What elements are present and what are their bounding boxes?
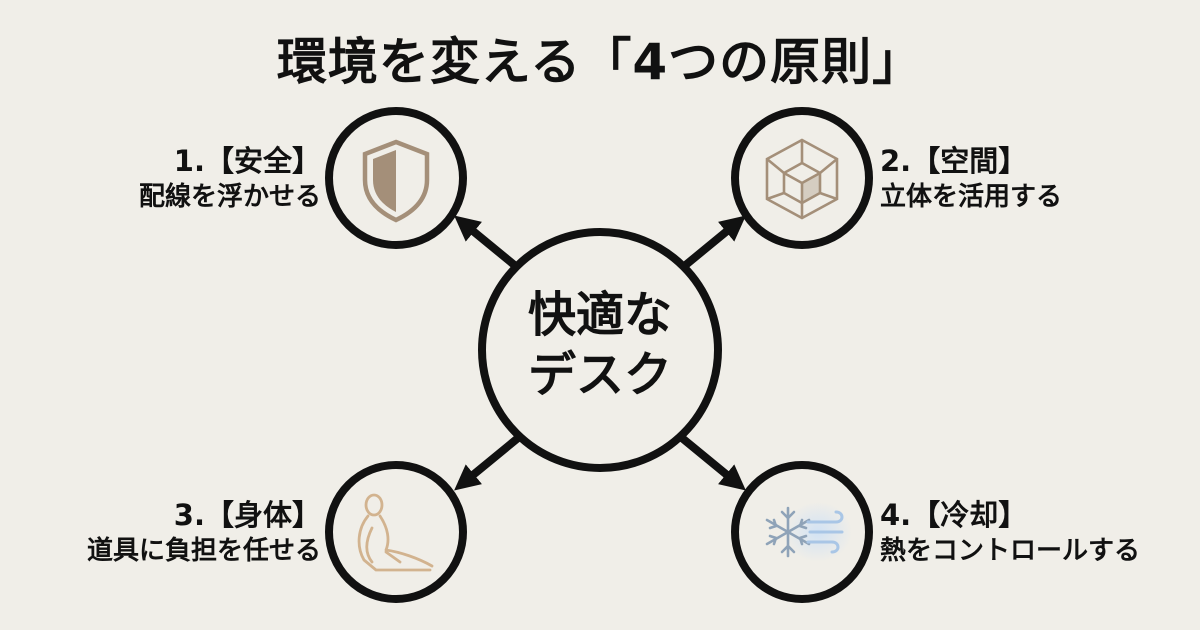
shield-icon bbox=[362, 139, 430, 223]
node-label-safety: 1.【安全】 配線を浮かせる bbox=[1, 143, 321, 215]
node-label-body: 3.【身体】 道具に負担を任せる bbox=[1, 497, 321, 569]
arrow-to-cooling bbox=[679, 434, 746, 491]
center-label-line1: 快適な bbox=[527, 287, 672, 343]
node-circle-space bbox=[731, 107, 873, 249]
center-label: 快適な デスク bbox=[478, 285, 722, 405]
node-heading-body: 3.【身体】 bbox=[173, 498, 321, 532]
arrow-to-safety bbox=[454, 215, 521, 272]
node-description-safety: 配線を浮かせる bbox=[138, 182, 321, 212]
node-heading-cooling: 4.【冷却】 bbox=[880, 498, 1028, 532]
page-title: 環境を変える「4つの原則」 bbox=[276, 33, 924, 91]
center-hub bbox=[478, 228, 722, 472]
node-description-body: 道具に負担を任せる bbox=[86, 536, 321, 566]
node-heading-space: 2.【空間】 bbox=[880, 144, 1028, 178]
node-label-cooling: 4.【冷却】 熱をコントロールする bbox=[880, 497, 1200, 569]
arrow-to-body bbox=[454, 434, 521, 491]
node-heading-safety: 1.【安全】 bbox=[173, 144, 321, 178]
node-label-space: 2.【空間】 立体を活用する bbox=[880, 143, 1200, 215]
snowflake-icon bbox=[765, 506, 811, 558]
cube-inner-face bbox=[802, 173, 820, 203]
reclining-figure-icon bbox=[357, 493, 434, 572]
cube-icon bbox=[765, 138, 839, 220]
node-circle-body bbox=[325, 461, 467, 603]
wind-icon bbox=[806, 510, 844, 554]
center-label-line2: デスク bbox=[527, 347, 672, 403]
node-description-cooling: 熱をコントロールする bbox=[880, 536, 1141, 566]
arrow-to-space bbox=[679, 215, 746, 272]
node-description-space: 立体を活用する bbox=[880, 182, 1063, 212]
